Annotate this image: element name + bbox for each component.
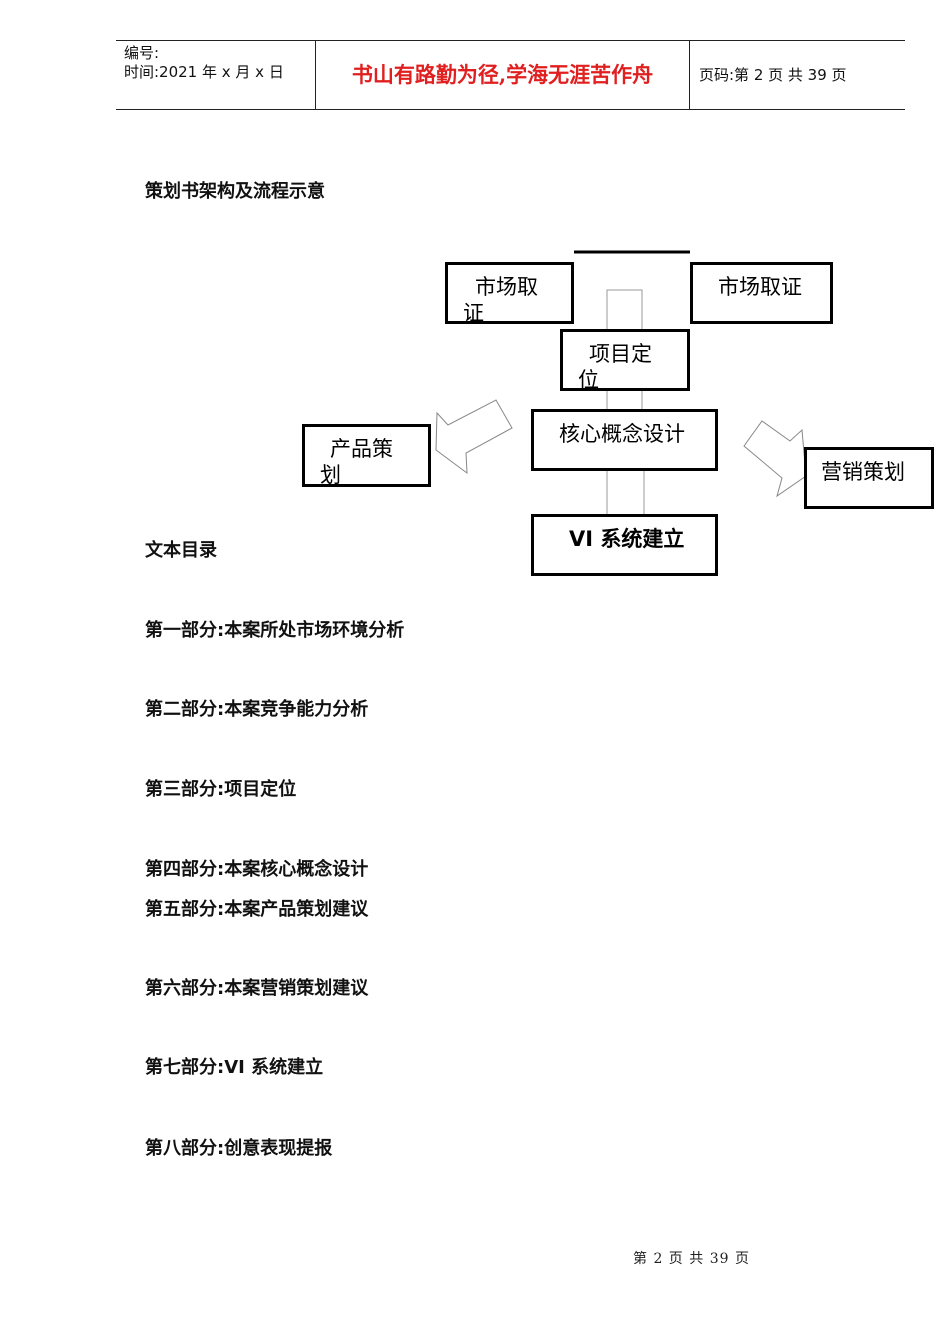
node-label-wrap: 划 — [320, 463, 341, 487]
node-vi-system: VI 系统建立 — [531, 514, 718, 576]
arrow-to-marketing — [743, 420, 807, 498]
toc-item-7: 第七部分:VI 系统建立 — [145, 1057, 324, 1078]
node-label: 市场取证 — [718, 275, 802, 299]
header-meta-cell: 编号: 时间:2021 年 x 月 x 日 — [116, 41, 316, 109]
node-label: VI 系统建立 — [569, 527, 685, 551]
toc-item-6: 第六部分:本案营销策划建议 — [145, 978, 369, 999]
header-page-info: 页码:第 2 页 共 39 页 — [699, 66, 847, 84]
toc-item-8: 第八部分:创意表现提报 — [145, 1138, 333, 1159]
document-number-label: 编号: — [124, 44, 160, 62]
node-marketing-planning: 营销策划 — [804, 447, 934, 509]
toc-item-2: 第二部分:本案竞争能力分析 — [145, 699, 369, 720]
node-label: 项目定 — [589, 342, 652, 366]
node-label-wrap: 证 — [463, 301, 484, 324]
document-date-label: 时间:2021 年 x 月 x 日 — [124, 63, 284, 81]
header-motto: 书山有路勤为径,学海无涯苦作舟 — [351, 62, 654, 87]
node-label-wrap: 位 — [578, 368, 599, 391]
page-header: 编号: 时间:2021 年 x 月 x 日 书山有路勤为径,学海无涯苦作舟 页码… — [116, 40, 905, 110]
node-project-positioning: 项目定 位 — [560, 329, 690, 391]
header-motto-cell: 书山有路勤为径,学海无涯苦作舟 — [316, 41, 690, 109]
toc-title: 文本目录 — [145, 540, 217, 561]
toc-item-3: 第三部分:项目定位 — [145, 779, 297, 800]
diagram-title: 策划书架构及流程示意 — [145, 181, 325, 202]
node-label: 核心概念设计 — [559, 422, 685, 446]
header-page-cell: 页码:第 2 页 共 39 页 — [690, 41, 905, 109]
node-market-research-left: 市场取 证 — [445, 262, 574, 324]
toc-item-5: 第五部分:本案产品策划建议 — [145, 899, 369, 920]
node-label: 营销策划 — [821, 460, 905, 484]
node-market-research-right: 市场取证 — [690, 262, 833, 324]
node-product-planning: 产品策 划 — [302, 424, 431, 487]
toc-item-4: 第四部分:本案核心概念设计 — [145, 859, 369, 880]
node-label: 产品策 — [330, 437, 393, 461]
arrow-to-product — [435, 399, 513, 475]
page-footer: 第 2 页 共 39 页 — [633, 1251, 750, 1267]
toc-item-1: 第一部分:本案所处市场环境分析 — [145, 620, 405, 641]
connector-market-positioning — [606, 289, 643, 333]
node-label: 市场取 — [475, 275, 538, 299]
node-core-concept-design: 核心概念设计 — [531, 409, 718, 471]
